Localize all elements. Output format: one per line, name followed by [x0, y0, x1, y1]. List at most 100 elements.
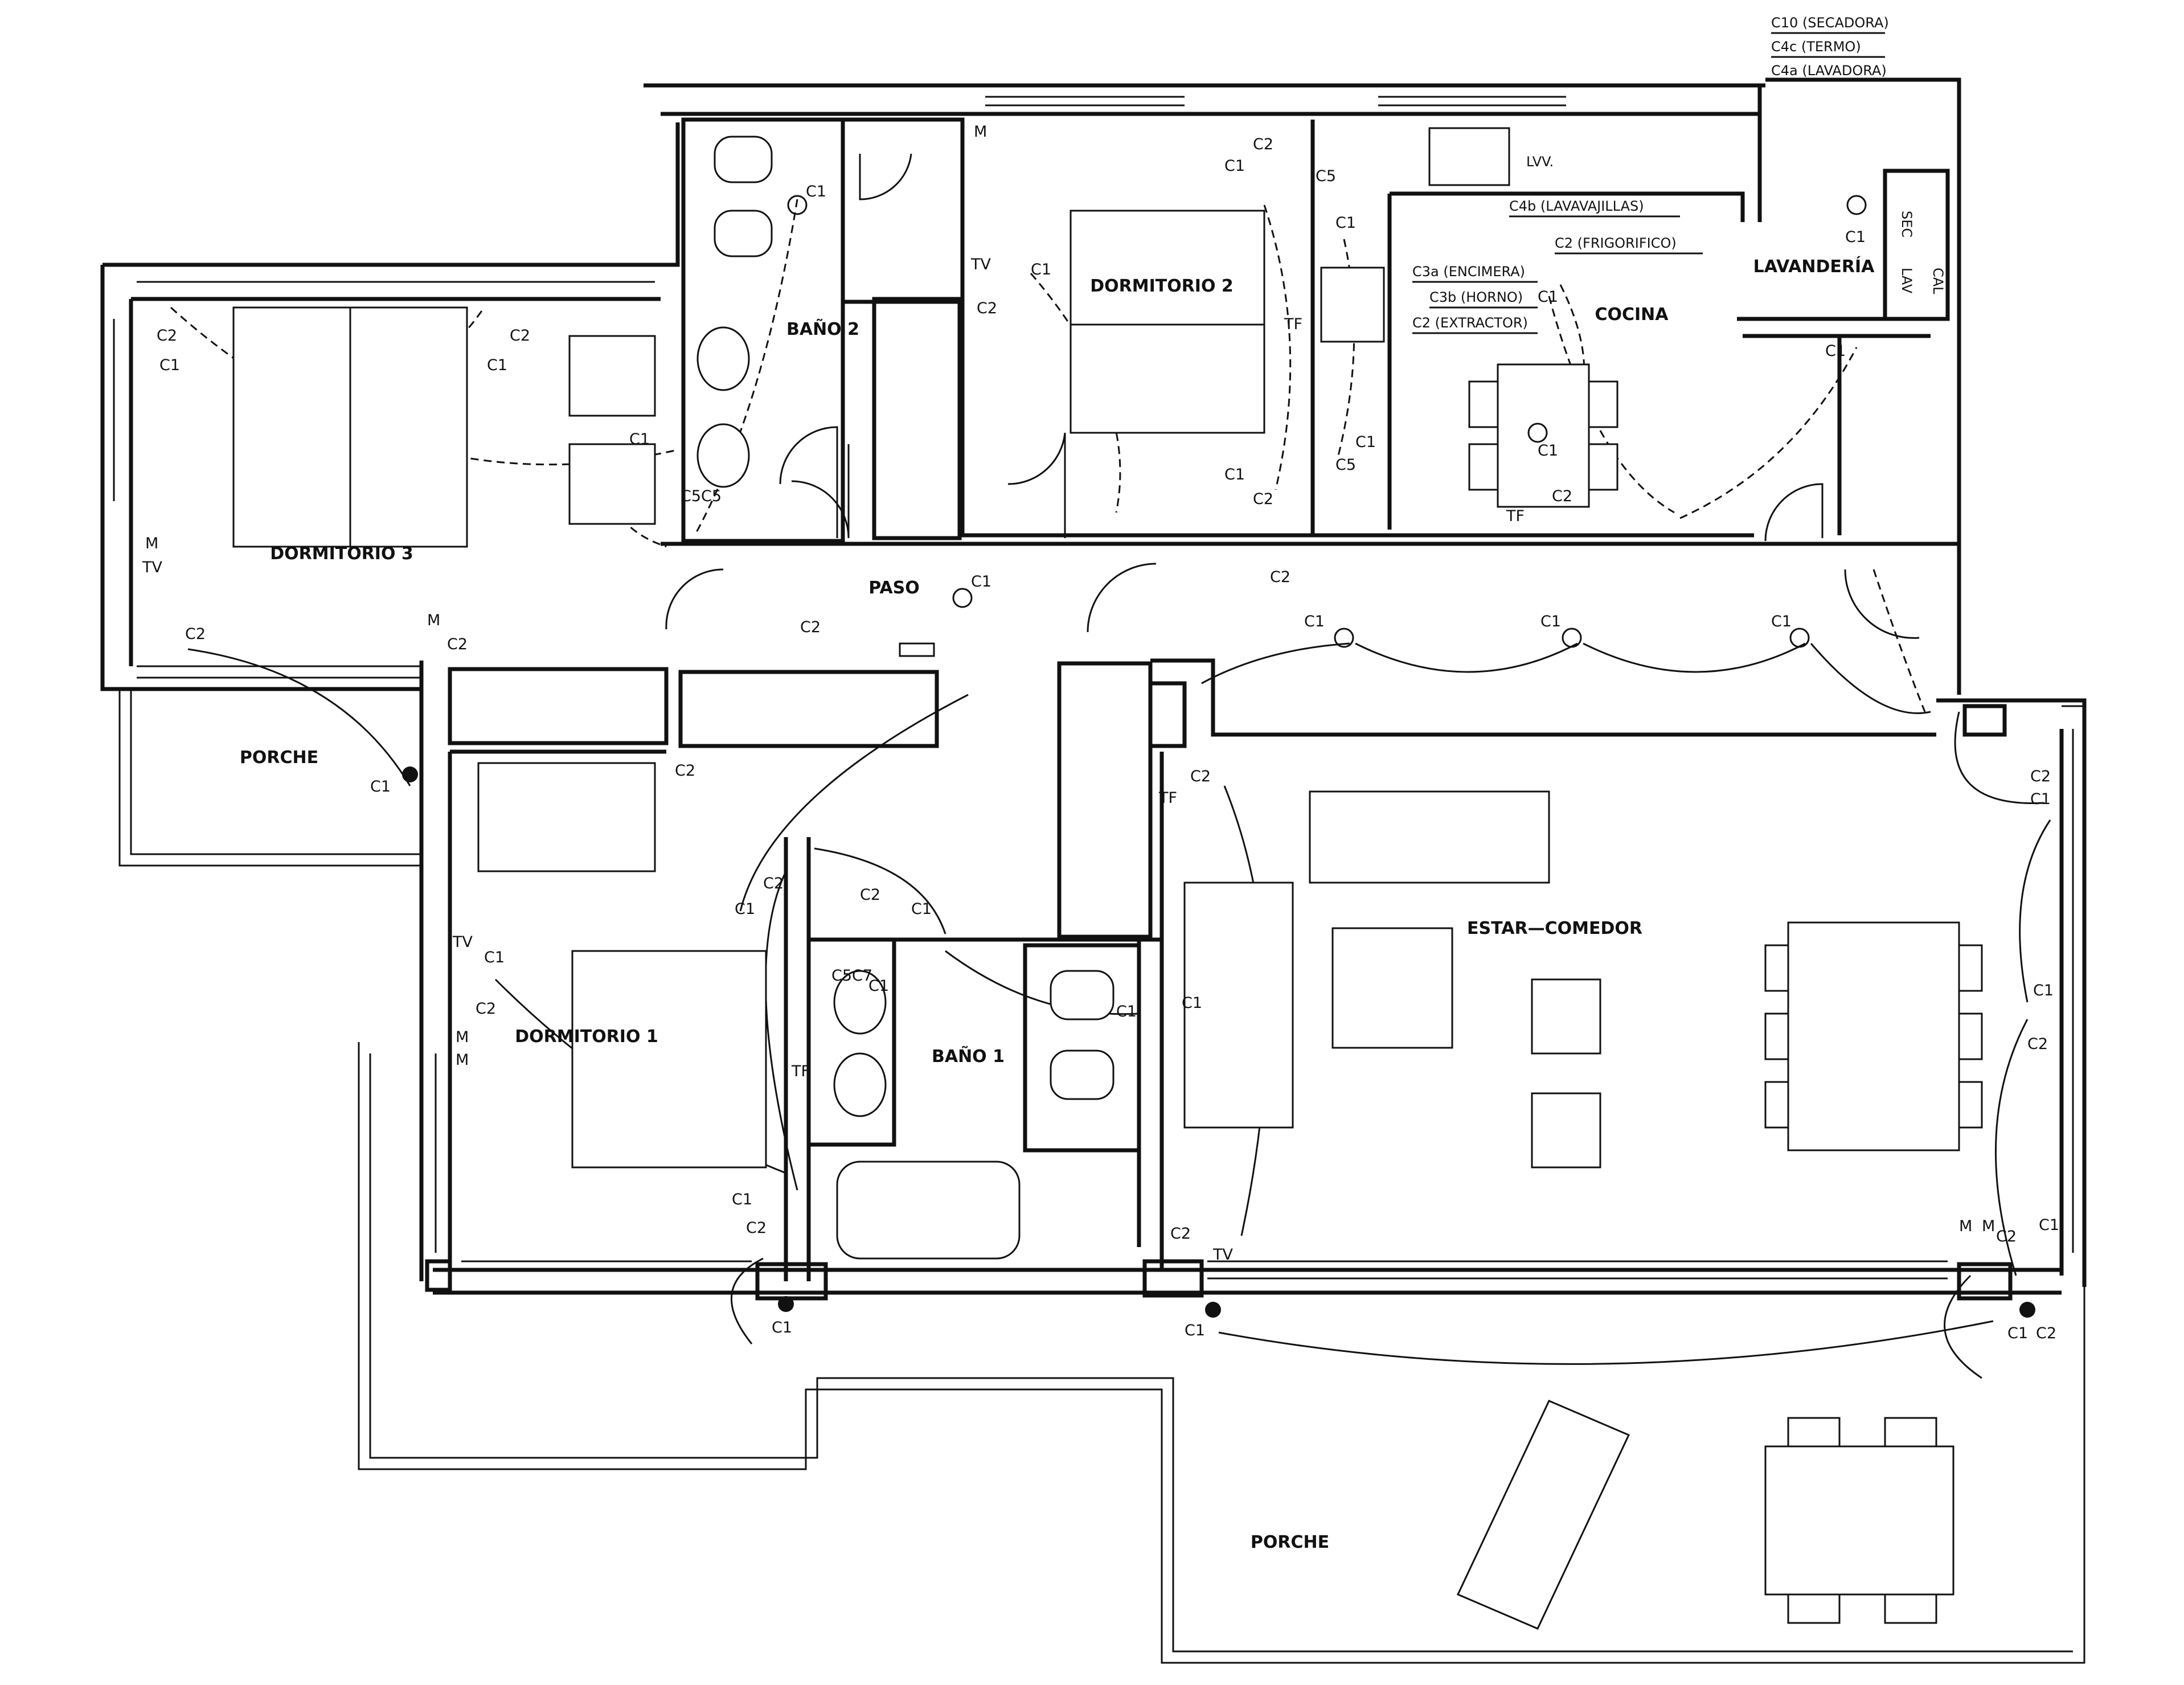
exterior-light-icon — [402, 766, 418, 782]
circuit-label: C1 — [1538, 442, 1558, 460]
tag-m: M — [1959, 1217, 1972, 1235]
room-label-estar-comedor: ESTAR—COMEDOR — [1467, 919, 1642, 938]
light-point-icon — [1562, 628, 1582, 648]
circuit-label: C1 — [1224, 157, 1245, 175]
tag-m: M — [456, 1028, 469, 1046]
interior-walls — [425, 117, 2013, 1301]
circuit-label: C1 — [1182, 994, 1202, 1012]
sink-bano-1-a — [833, 970, 887, 1035]
circuit-label: C2 — [1253, 490, 1273, 508]
circuit-label: C1 — [1224, 466, 1245, 483]
legend-c2-frigorifico: C2 (FRIGORIFICO) — [1555, 235, 1677, 251]
room-label-dormitorio-1: DORMITORIO 1 — [515, 1027, 658, 1047]
exterior-light-icon — [778, 1296, 794, 1312]
chair-dormitorio-3-b — [568, 443, 656, 525]
circuit-label: C2 — [1996, 1228, 2017, 1245]
circuit-label: C2 — [1253, 136, 1273, 153]
dining-table — [1787, 921, 1960, 1151]
circuit-label: C2 — [675, 762, 695, 780]
exterior-walls — [100, 77, 2087, 1664]
circuit-label: C2 — [2036, 1325, 2056, 1342]
symbol-tags: M M TV M TV TF TF TV M M TF TF TV M M — [142, 123, 1995, 1264]
tag-tf: TF — [1506, 507, 1525, 525]
tag-tv: TV — [142, 559, 162, 576]
circuit-label: C2 — [510, 327, 530, 345]
circuit-label: C1 — [1355, 433, 1376, 451]
circuit-label: C1 — [2039, 1216, 2059, 1234]
circuit-label: C1 — [2030, 790, 2051, 808]
legend-c2-extractor: C2 (EXTRACTOR) — [1412, 315, 1528, 331]
circuit-label: C2 — [977, 300, 997, 317]
light-point-icon — [1527, 423, 1548, 443]
tag-tv: TV — [452, 933, 473, 951]
kitchen-chair-c — [1588, 380, 1618, 428]
bidet-bano-1 — [1050, 1049, 1114, 1100]
circuit-label: C2 — [763, 875, 784, 892]
legend-c10: C10 (SECADORA) — [1771, 15, 1889, 31]
circuit-label: C2 — [185, 625, 206, 643]
room-label-dormitorio-3: DORMITORIO 3 — [270, 544, 413, 564]
bed-dormitorio-1 — [571, 950, 767, 1169]
circuit-label: C1 — [806, 183, 826, 200]
kitchen-chair-d — [1588, 443, 1618, 491]
circuit-legend: C10 (SECADORA) C4c (TERMO) C4a (LAVADORA… — [1412, 15, 1946, 334]
tag-tv: TV — [970, 256, 991, 273]
circuit-label: C1 — [1771, 613, 1792, 630]
toilet-bano-2 — [714, 136, 773, 183]
sink-bano-1-b — [833, 1052, 887, 1117]
door-swings — [665, 153, 1920, 639]
circuit-label: C1 — [1304, 613, 1325, 630]
circuit-label: C5 — [1316, 167, 1336, 185]
bathtub — [836, 1161, 1021, 1260]
circuit-label: C2 — [1170, 1225, 1191, 1243]
circuit-label: C2 — [800, 618, 821, 636]
circuit-label: C2 — [746, 1219, 767, 1237]
legend-c4c: C4c (TERMO) — [1771, 39, 1861, 55]
bed-dormitorio-2 — [1070, 210, 1265, 434]
dining-chair-4 — [1958, 944, 1983, 992]
circuit-label: C1 — [484, 949, 505, 966]
porche-chair-2 — [1884, 1417, 1937, 1448]
dining-chair-3 — [1764, 1081, 1789, 1129]
symbol-lav: LAV — [1899, 268, 1915, 294]
symbol-cal: CAL — [1930, 268, 1946, 294]
porche-chair-4 — [1884, 1593, 1937, 1624]
porche-chair-1 — [1787, 1417, 1841, 1448]
tag-tf: TF — [1158, 789, 1177, 807]
circuit-label: C1 — [1335, 214, 1356, 232]
legend-c3b: C3b (HORNO) — [1429, 289, 1523, 305]
kitchen-chair-b — [1468, 443, 1499, 491]
room-label-lavanderia: LAVANDERÍA — [1753, 256, 1875, 277]
legend-c3a: C3a (ENCIMERA) — [1412, 264, 1525, 280]
circuit-label: C1 — [2007, 1325, 2028, 1342]
circuit-label: C2 — [2030, 768, 2051, 785]
circuit-label: C2 — [2027, 1035, 2048, 1053]
tag-m: M — [1982, 1217, 1995, 1235]
light-point-icon — [1846, 195, 1867, 215]
symbol-sec: SEC — [1899, 211, 1915, 237]
circuit-label: C1 — [971, 573, 991, 591]
sink-bano-2-a — [696, 326, 750, 391]
circuit-label: C1 — [1538, 288, 1558, 306]
circuit-label: C1 — [911, 900, 932, 918]
circuit-label: C1 — [2033, 982, 2054, 999]
circuit-label: C1 — [1031, 261, 1051, 278]
hob — [1320, 267, 1385, 343]
exterior-light-icon — [2019, 1302, 2035, 1318]
room-label-dormitorio-2: DORMITORIO 2 — [1090, 276, 1234, 296]
bidet-bano-2 — [714, 210, 773, 257]
circuit-label: C1 — [772, 1319, 792, 1336]
circuit-label: C1 — [1845, 228, 1866, 246]
tag-m: M — [145, 535, 158, 552]
room-label-paso: PASO — [868, 578, 920, 598]
circuit-label: C1 — [732, 1191, 752, 1208]
circuit-label: C1 — [735, 900, 755, 918]
circuit-label: C2 — [476, 1000, 496, 1018]
circuit-label: C1 — [1825, 342, 1846, 360]
circuit-label: C1 — [370, 778, 391, 796]
circuit-label: C1 — [1185, 1322, 1205, 1339]
kitchen-sink — [1428, 127, 1510, 186]
tag-m: M — [427, 612, 440, 629]
exterior-light-icon — [1205, 1302, 1221, 1318]
fluorescent-light-icon — [899, 642, 935, 657]
